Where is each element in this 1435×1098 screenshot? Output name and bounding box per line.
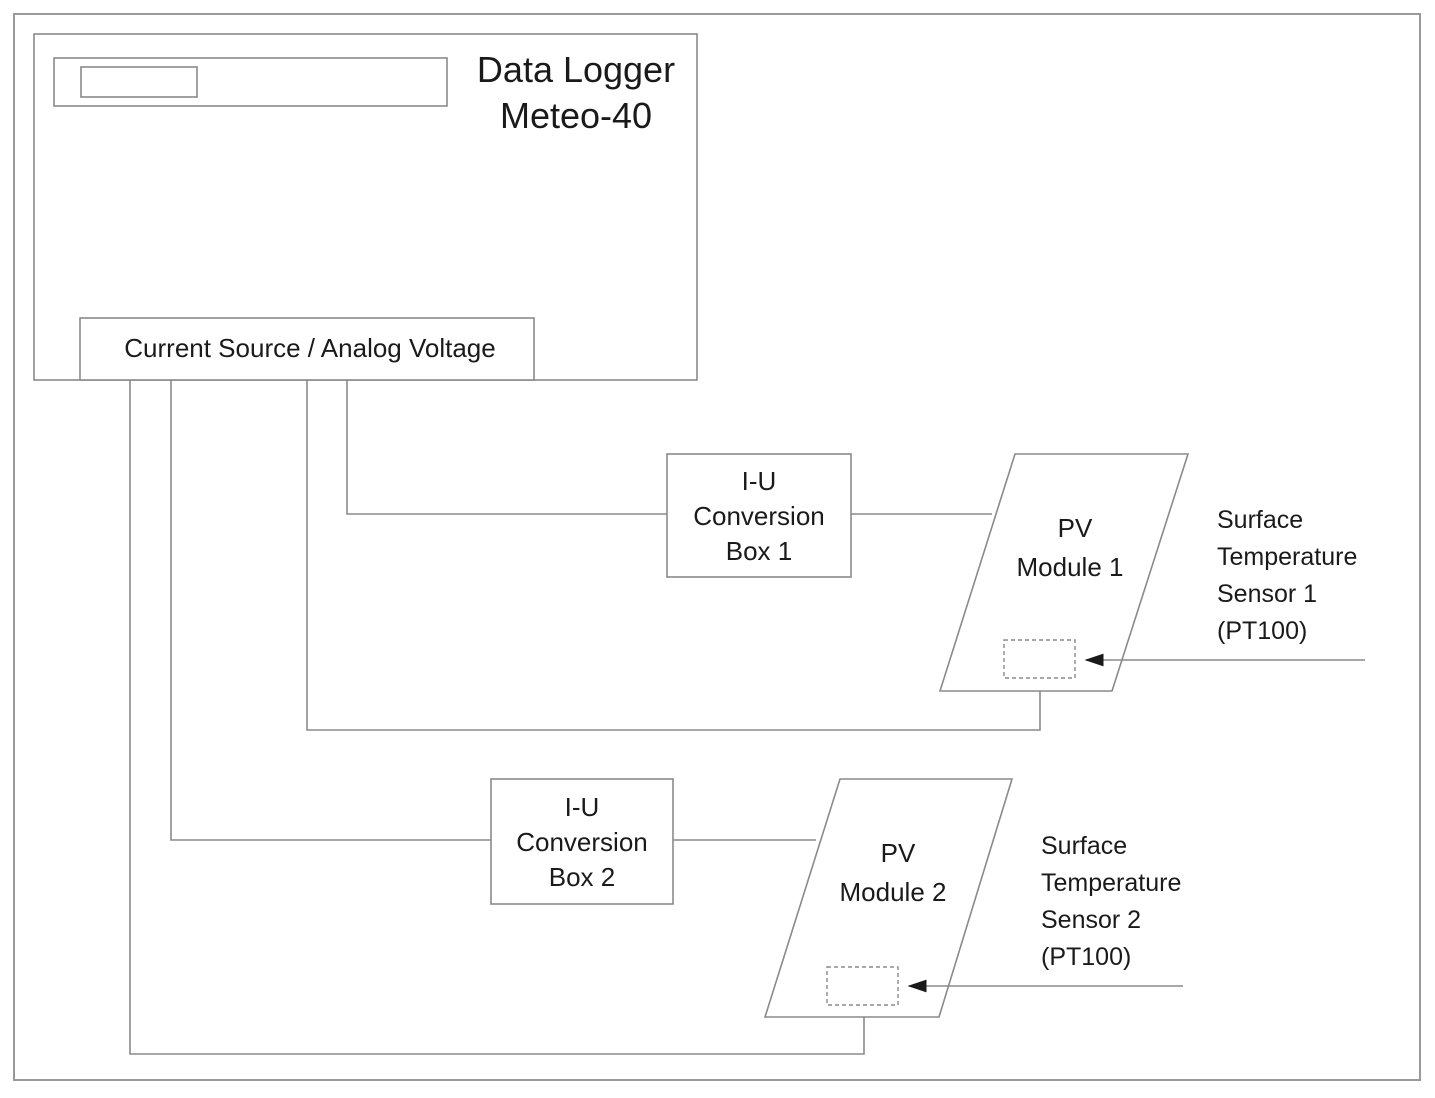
sensor-2-line1: Surface (1041, 832, 1127, 860)
pv-module-2-sensor-pad (826, 966, 899, 1006)
pv-module-2-panel (763, 778, 1014, 1018)
current-source-port (79, 317, 535, 381)
pv-module-1-line2: Module 1 (1017, 552, 1124, 582)
sensor-1-line4: (PT100) (1217, 617, 1307, 645)
data-logger-title: Data Logger (477, 49, 675, 90)
sensor-1-line2: Temperature (1217, 543, 1357, 571)
conversion-box-2-line2: Conversion (516, 827, 648, 857)
outer-frame (13, 13, 1421, 1081)
wire-sensor-1-to-logger (306, 380, 1041, 731)
pv-module-1-panel (938, 453, 1190, 692)
pv-module-2: PV Module 2 (763, 778, 1014, 1018)
sensor-1-line1: Surface (1217, 506, 1303, 534)
sensor-2-line2: Temperature (1041, 869, 1181, 897)
sensor-2-label: Surface Temperature Sensor 2 (PT100) (1041, 832, 1181, 971)
conversion-box-1-line2: Conversion (693, 501, 825, 531)
sensor-1-label: Surface Temperature Sensor 1 (PT100) (1217, 506, 1357, 645)
conversion-box-2-line3: Box 2 (549, 862, 616, 892)
wire-logger-to-box-1 (346, 380, 667, 515)
conversion-box-1: I-U Conversion Box 1 (666, 453, 852, 578)
wires (129, 380, 1041, 1055)
sensor-2-line3: Sensor 2 (1041, 906, 1141, 934)
conversion-box-2: I-U Conversion Box 2 (490, 778, 674, 905)
wire-logger-to-box-2 (170, 380, 491, 841)
conversion-box-1-line3: Box 1 (726, 536, 793, 566)
wire-sensor-2-to-logger (129, 380, 865, 1055)
sensor-1-line3: Sensor 1 (1217, 580, 1317, 608)
pv-module-2-line2: Module 2 (840, 877, 947, 907)
conversion-box-2-rect (490, 778, 674, 905)
data-logger-model: Meteo-40 (500, 95, 652, 136)
data-logger: Data Logger Meteo-40 Current Source / An… (33, 33, 698, 381)
pv-module-1: PV Module 1 (938, 453, 1190, 692)
pv-module-1-line1: PV (1058, 513, 1093, 543)
logger-display-window (80, 66, 198, 98)
sensor-2-line4: (PT100) (1041, 943, 1131, 971)
conversion-box-1-rect (666, 453, 852, 578)
conversion-box-2-line1: I-U (565, 792, 600, 822)
conversion-box-1-line1: I-U (742, 466, 777, 496)
pv-module-1-sensor-pad (1003, 639, 1076, 679)
current-source-port-label: Current Source / Analog Voltage (124, 333, 495, 363)
pv-module-2-line1: PV (881, 838, 916, 868)
